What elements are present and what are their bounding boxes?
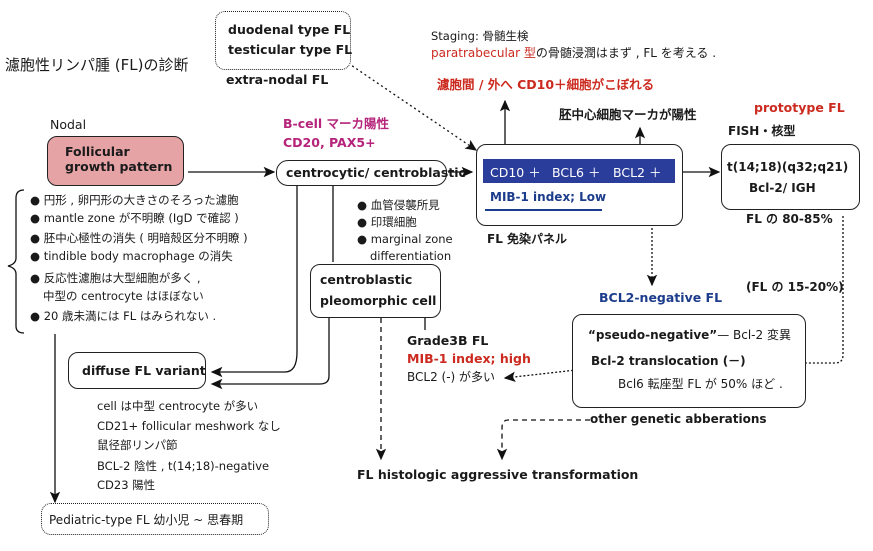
prototype-method: FISH・核型 bbox=[728, 124, 796, 138]
bcl2neg-label: BCL2-negative FL bbox=[599, 290, 723, 305]
centrocytic-box: centrocytic/ centroblastic bbox=[276, 160, 466, 186]
prototype-translocation: t(14;18)(q32;q21) bbox=[727, 160, 849, 174]
variant-notes: ● 血管侵襲所見 ● 印環細胞 ● marginal zone differen… bbox=[357, 197, 453, 265]
prototype-box: t(14;18)(q32;q21) Bcl-2/ IGH bbox=[721, 144, 860, 210]
panel-marker-bcl2: BCL2 ＋ bbox=[613, 165, 662, 180]
extranodal-box: duodenal type FL testicular type FL bbox=[215, 11, 353, 70]
panel-mib-low: MIB-1 index; Low bbox=[490, 190, 607, 204]
ihc-panel-box: CD10 ＋ BCL6 ＋ BCL2 ＋ MIB-1 index; Low bbox=[476, 144, 683, 226]
diffuse-variant-label: diffuse FL variant bbox=[82, 363, 206, 378]
feature-item-cont: 中型の centrocyte はほぼない bbox=[43, 289, 204, 303]
panel-marker-bcl6: BCL6 ＋ bbox=[552, 165, 601, 180]
arrow-genetic-to-transformation bbox=[496, 419, 590, 461]
arrow-centrocytic-to-diffuse-1 bbox=[210, 185, 298, 378]
bcl2neg-bcl6: Bcl6 転座型 FL が 50% ほど . bbox=[618, 377, 783, 391]
arrow-prototype-to-bcl2neg bbox=[750, 216, 844, 369]
grade3b-label: Grade3B FL bbox=[407, 333, 489, 348]
bcl2neg-translocation: Bcl-2 translocation (－) bbox=[591, 354, 746, 368]
prototype-label: prototype FL bbox=[754, 100, 845, 115]
extranodal-type-duodenal: duodenal type FL bbox=[228, 22, 351, 37]
gc-marker-note: 胚中心細胞マーカが陽性 bbox=[559, 107, 697, 122]
prototype-bcl2-igh: Bcl-2/ IGH bbox=[749, 181, 816, 195]
spill-note: 濾胞間 / 外へ CD10＋細胞がこぼれる bbox=[437, 77, 655, 92]
bcl2neg-line1: “pseudo-negative”— Bcl-2 変異 bbox=[588, 326, 791, 343]
variant-note: ● marginal zone bbox=[357, 232, 453, 246]
arrow-centroblastic-to-diffuse-2 bbox=[210, 318, 330, 390]
arrow-extranodal-to-panel bbox=[347, 62, 478, 151]
bcl2-mutation: — Bcl-2 変異 bbox=[717, 328, 791, 342]
panel-caption: FL 免染パネル bbox=[487, 232, 568, 246]
staging-line2: paratrabecular 型の骨髄浸潤はまず , FL を考える . bbox=[431, 46, 716, 61]
centroblastic-box: centroblastic pleomorphic cell bbox=[310, 264, 441, 318]
diffuse-note: 鼠径部リンパ節 bbox=[97, 438, 178, 452]
pseudo-negative: “pseudo-negative” bbox=[588, 328, 718, 342]
other-genetic: other genetic abberations bbox=[590, 412, 767, 426]
follicular-growth-label: Follicular growth pattern bbox=[65, 144, 173, 174]
staging-line1: Staging: 骨髄生検 bbox=[431, 29, 529, 43]
bcl2neg-box: “pseudo-negative”— Bcl-2 変異 Bcl-2 transl… bbox=[572, 314, 806, 408]
extranodal-type-testicular: testicular type FL bbox=[228, 42, 353, 57]
bcell-marker-line2: CD20, PAX5+ bbox=[283, 135, 376, 150]
centroblastic-line2: pleomorphic cell bbox=[320, 293, 437, 308]
left-brace bbox=[7, 189, 25, 334]
centroblastic-line1: centroblastic bbox=[320, 272, 413, 287]
prototype-frequency: FL の 80-85% bbox=[746, 212, 833, 226]
arrow-bcl2neg-to-grade3b bbox=[503, 368, 586, 383]
follicular-growth-box: Follicular growth pattern bbox=[47, 136, 184, 186]
feature-item: ● 円形 , 卵円形の大きさのそろった濾胞 bbox=[30, 193, 239, 207]
panel-marker-band bbox=[483, 159, 675, 183]
centrocytic-label: centrocytic/ centroblastic bbox=[286, 165, 466, 180]
feature-item: ● 反応性濾胞は大型細胞が多く , bbox=[30, 271, 201, 285]
diffuse-note: CD21+ follicular meshwork なし bbox=[97, 418, 281, 433]
diffuse-notes: cell は中型 centrocyte が多い CD21+ follicular… bbox=[97, 397, 281, 496]
variant-note: ● 印環細胞 bbox=[357, 215, 417, 229]
grade3b-mib-high: MIB-1 index; high bbox=[407, 351, 531, 366]
staging-paratrabecular: paratrabecular 型 bbox=[431, 46, 536, 60]
transformation-label: FL histologic aggressive transformation bbox=[357, 467, 639, 482]
bcell-marker-line1: B-cell マーカ陽性 bbox=[283, 116, 390, 131]
bcl2neg-frequency: (FL の 15-20%) bbox=[746, 280, 844, 294]
feature-item: ● 20 歳未満には FL はみられない . bbox=[30, 309, 217, 323]
staging-rest: の骨髄浸潤はまず , FL を考える . bbox=[535, 46, 717, 60]
diffuse-note: cell は中型 centrocyte が多い bbox=[97, 399, 259, 413]
diffuse-variant-box: diffuse FL variant bbox=[68, 352, 206, 389]
grade3b-bcl2: BCL2 (-) が多い bbox=[407, 370, 496, 384]
diffuse-note: BCL-2 陰性 , t(14;18)-negative bbox=[97, 458, 270, 473]
extranodal-label: extra-nodal FL bbox=[226, 72, 329, 87]
nodal-label: Nodal bbox=[50, 117, 87, 132]
variant-note: ● 血管侵襲所見 bbox=[357, 198, 440, 212]
diffuse-note: CD23 陽性 bbox=[97, 478, 156, 492]
page-title: 濾胞性リンパ腫 (FL)の診断 bbox=[5, 56, 189, 74]
panel-marker-cd10: CD10 ＋ bbox=[490, 165, 541, 180]
feature-item: ● mantle zone が不明瞭 (IgD で確認 ) bbox=[30, 211, 239, 225]
feature-item: ● 胚中心極性の消失 ( 明暗殻区分不明瞭 ) bbox=[30, 231, 248, 245]
pediatric-label: Pediatric-type FL 幼小児 ~ 思春期 bbox=[49, 513, 244, 527]
pediatric-box: Pediatric-type FL 幼小児 ~ 思春期 bbox=[41, 503, 269, 535]
feature-item: ● tindible body macrophage の消失 bbox=[30, 249, 233, 263]
variant-note-cont: differentiation bbox=[370, 249, 452, 263]
features-list: ● 円形 , 卵円形の大きさのそろった濾胞 ● mantle zone が不明瞭… bbox=[30, 191, 248, 325]
panel-mib-underline bbox=[485, 209, 602, 211]
